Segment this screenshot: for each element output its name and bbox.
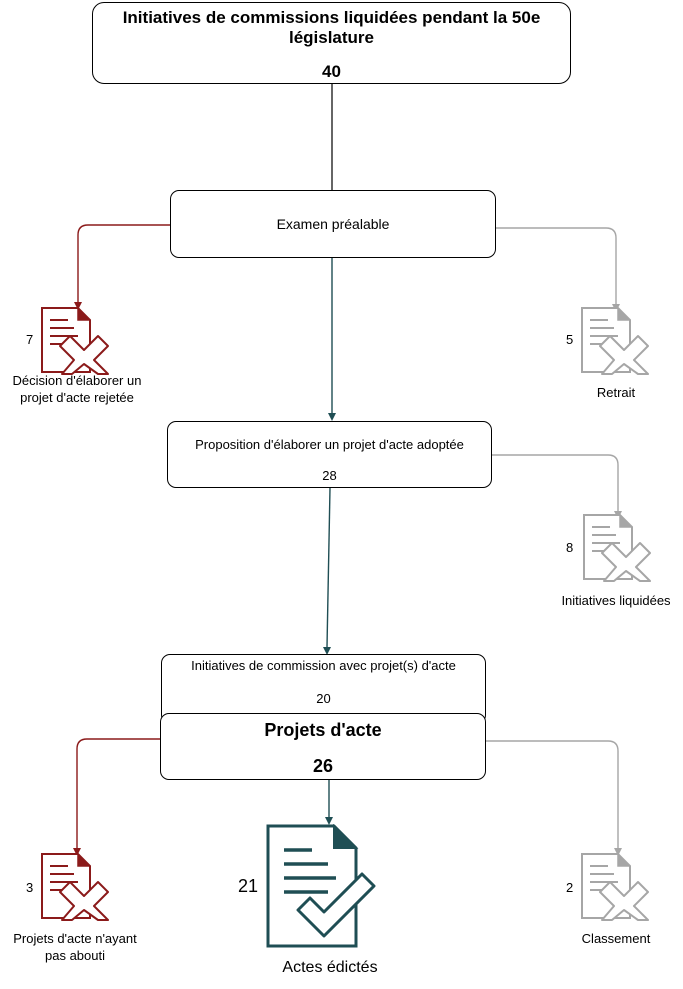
retrait-label: Retrait: [596, 385, 636, 400]
nonabouti-count: 3: [26, 880, 34, 895]
avec-projets-count: 20: [316, 691, 331, 706]
liquidees-count: 8: [566, 540, 574, 555]
connector-projets-nonabouti: [76, 738, 161, 848]
edictes-count: 21: [238, 876, 259, 896]
document-rejected-icon: [583, 514, 651, 582]
arrowhead: [73, 848, 81, 856]
connector-examen-rejetee: [77, 224, 170, 302]
arrowhead: [323, 647, 331, 655]
connector-proposition-projets: [326, 487, 331, 648]
document-rejected-icon: [41, 853, 109, 921]
arrowhead: [325, 817, 333, 825]
arrowhead: [614, 848, 622, 856]
document-approved-icon: [266, 824, 376, 948]
connector-examen-retrait: [496, 227, 617, 304]
liquidees-label: Initiatives liquidées: [561, 593, 671, 608]
proposition-count: 28: [322, 468, 337, 483]
connector-proposition-liquidees: [492, 454, 619, 511]
top-initiatives-box: Initiatives de commissions liquidées pen…: [92, 2, 571, 84]
examen-label: Examen préalable: [276, 216, 390, 232]
avec-projets-label: Initiatives de commission avec projet(s)…: [191, 658, 456, 673]
arrowhead: [74, 302, 82, 310]
classement-count: 2: [566, 880, 574, 895]
projets-count: 26: [312, 756, 334, 776]
proposition-box: Proposition d'élaborer un projet d'acte …: [167, 421, 492, 488]
rejetee-count: 7: [26, 332, 34, 347]
top-count: 40: [322, 62, 341, 81]
document-rejected-icon: [581, 853, 649, 921]
proposition-label: Proposition d'élaborer un projet d'acte …: [195, 437, 464, 452]
classement-label: Classement: [581, 931, 651, 946]
rejetee-label: Décision d'élaborer un projet d'acte rej…: [12, 373, 142, 405]
document-rejected-icon: [41, 307, 109, 375]
retrait-count: 5: [566, 332, 574, 347]
edictes-label: Actes édictés: [282, 959, 378, 976]
projets-label: Projets d'acte: [264, 720, 382, 740]
top-title: Initiatives de commissions liquidées pen…: [122, 8, 541, 47]
arrowhead: [328, 413, 336, 421]
avec-projets-box: Initiatives de commission avec projet(s)…: [161, 654, 486, 724]
projets-acte-box: Projets d'acte 26: [160, 713, 486, 780]
examen-prealable-box: Examen préalable: [170, 190, 496, 258]
connector-projets-classement: [486, 740, 619, 848]
document-rejected-icon: [581, 307, 649, 375]
nonabouti-label: Projets d'acte n'ayant pas abouti: [13, 931, 137, 963]
